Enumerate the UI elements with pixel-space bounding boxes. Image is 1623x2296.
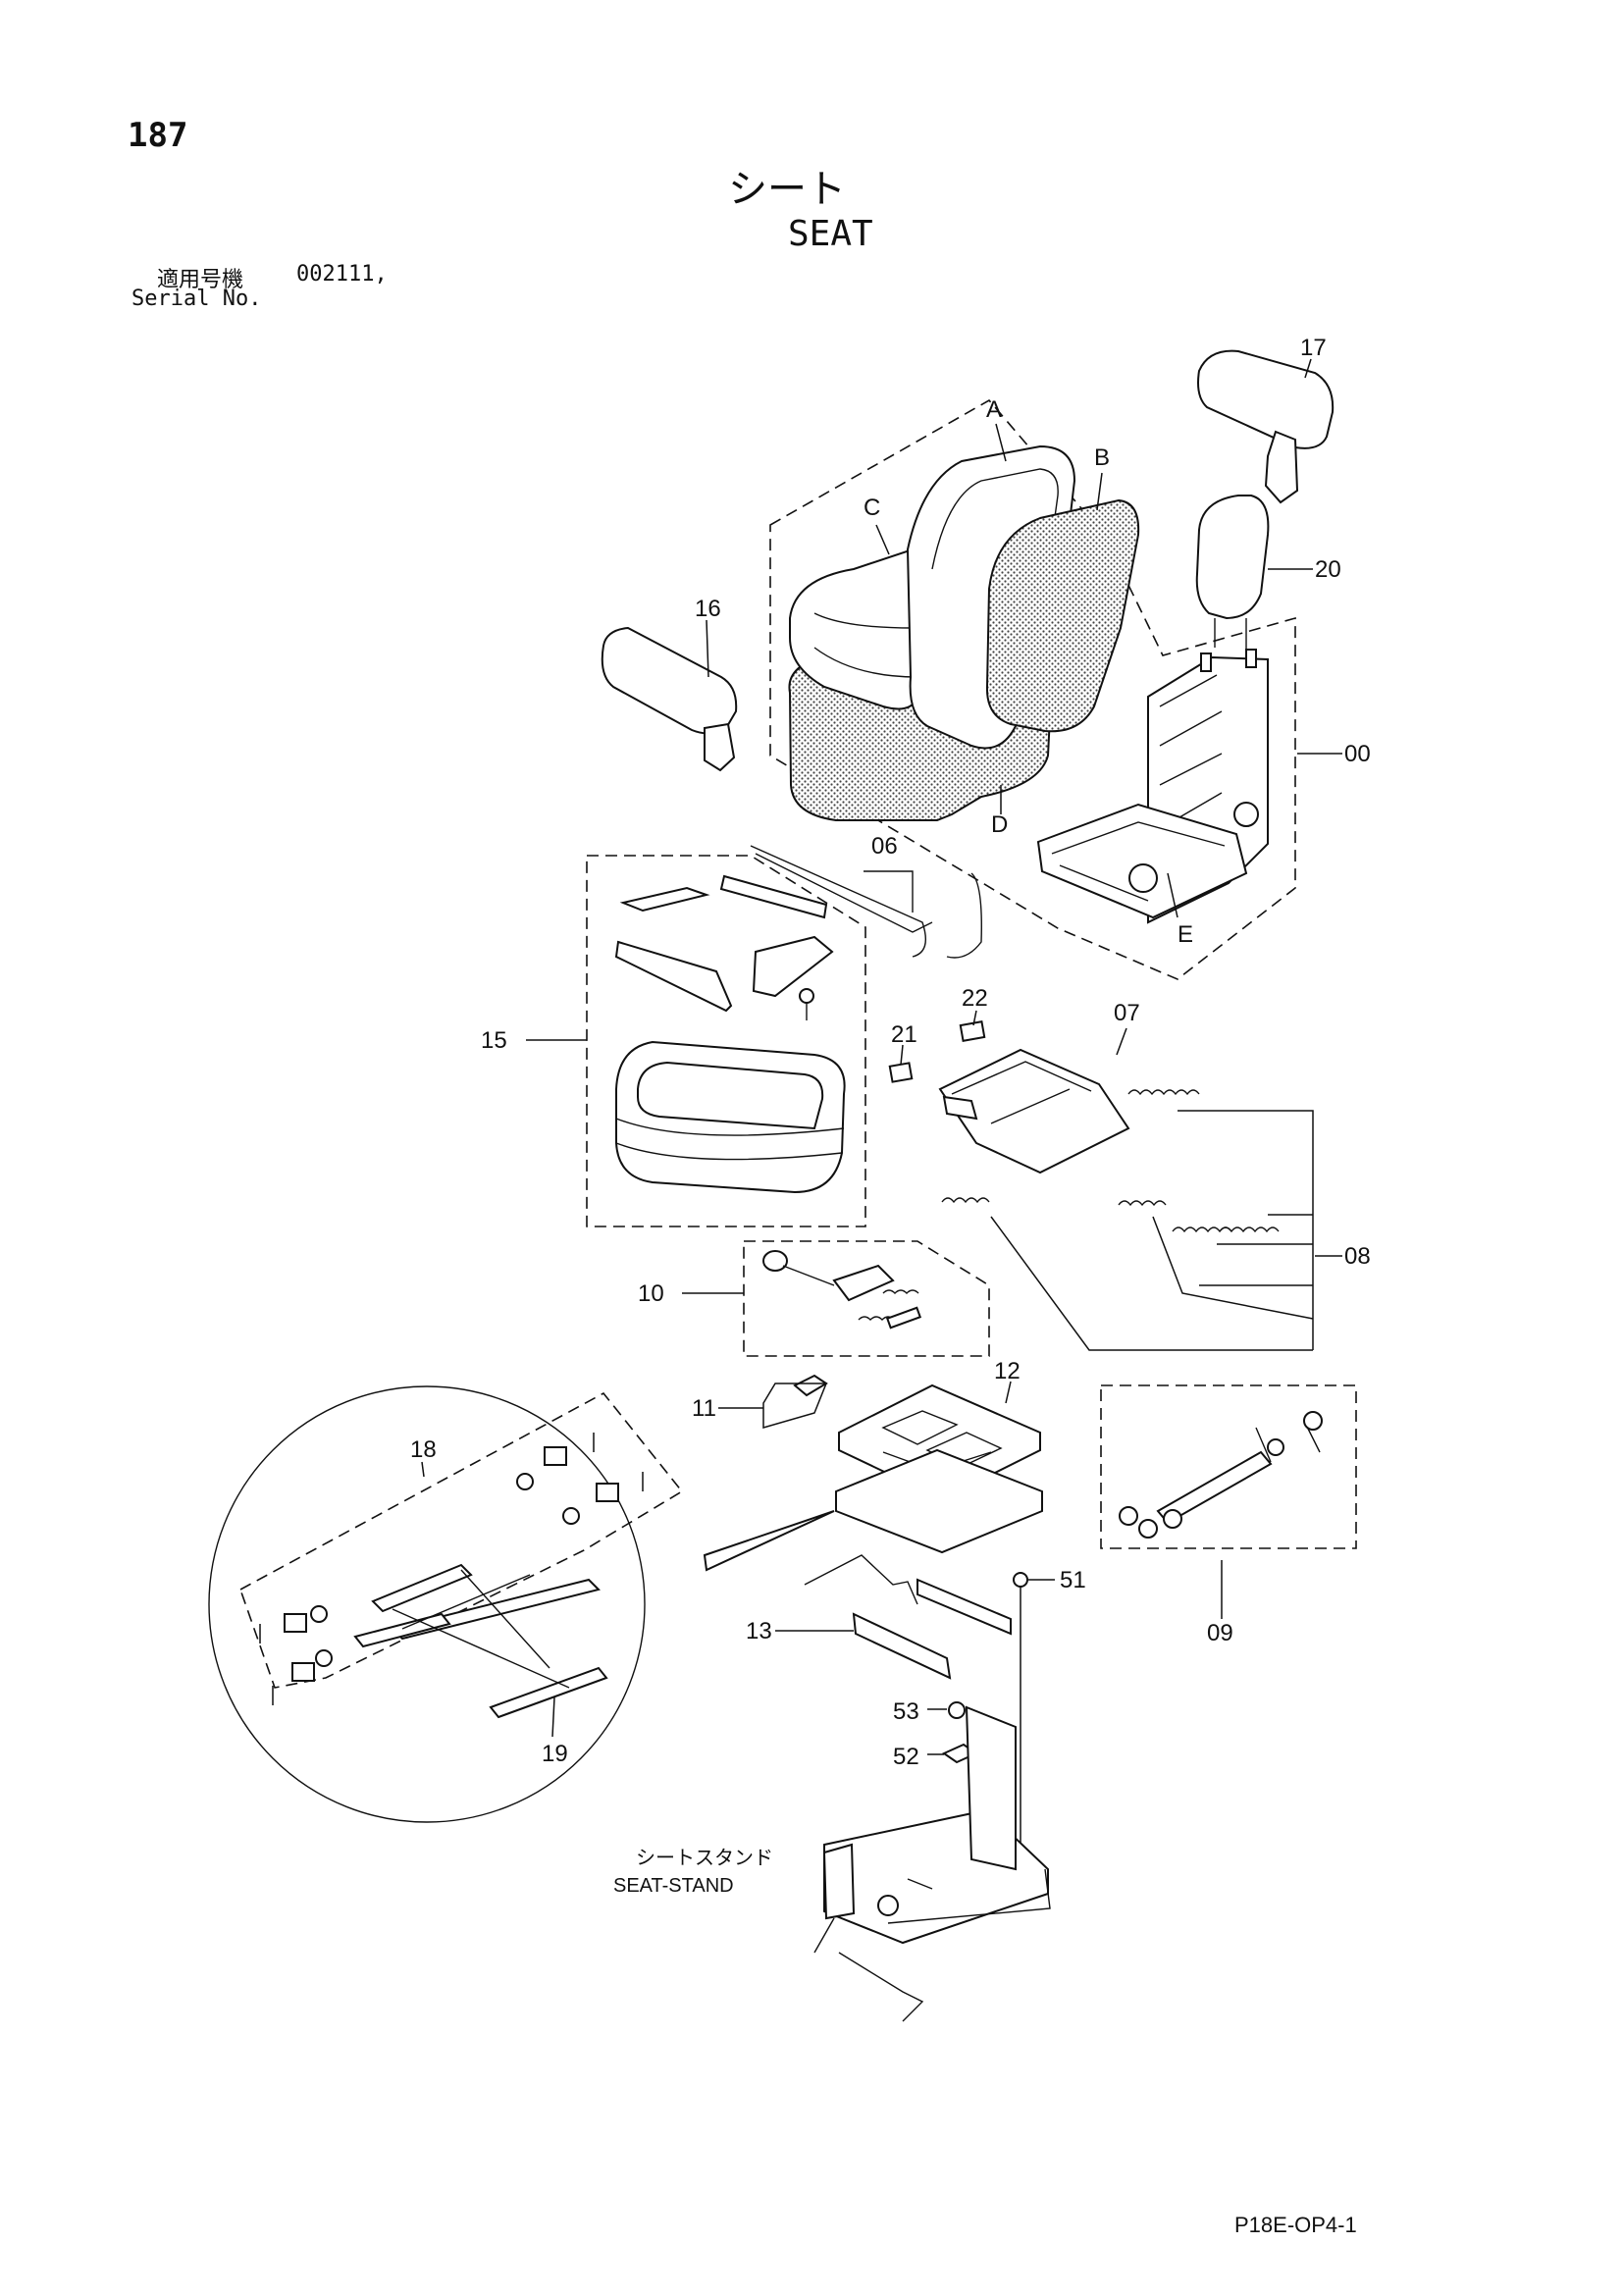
seat-stand-frame [813,1705,1051,2022]
cushion-block-22 [959,1020,986,1042]
detail-magnifier [208,1385,646,1823]
damper-09 [1119,1411,1323,1539]
callout-12: 12 [994,1358,1021,1384]
callout-18: 18 [410,1436,437,1463]
suspension-bellows [615,1040,846,1194]
springs-08 [941,1089,1280,1233]
cushion-block-21 [888,1062,914,1083]
callout-06: 06 [871,833,898,860]
scissor-frame-19 [353,1563,608,1719]
callout-a: A [986,396,1002,423]
callout-09: 09 [1207,1620,1233,1646]
seat-slide-rails [614,853,933,1020]
headrest-20 [1195,495,1270,620]
bracket-11 [793,1374,828,1397]
callout-c: C [864,495,880,521]
bolt-53 [948,1701,966,1719]
callout-15: 15 [481,1027,507,1054]
callout-19: 19 [542,1741,568,1767]
suspension-unit-12 [835,1383,1043,1554]
rail-group-15-outline [586,855,866,1227]
callout-07: 07 [1114,1000,1140,1026]
callout-21: 21 [891,1021,917,1048]
page-number: 187 [128,116,188,155]
page-title-jp: シート [728,167,846,212]
suspension-bracket-07 [938,1048,1130,1174]
callout-13: 13 [746,1618,772,1644]
callout-16: 16 [695,596,721,622]
armrest-17 [1197,349,1335,449]
seat-stand-label-jp: シートスタンド [636,1847,773,1869]
lever-cable-06 [750,845,926,958]
callout-52: 52 [893,1744,919,1770]
bolt-51 [1013,1572,1028,1864]
seat-stand-label-en: SEAT-STAND [613,1875,734,1897]
group-09-outline [1100,1384,1357,1549]
callout-b: B [1094,444,1110,471]
callout-53: 53 [893,1698,919,1725]
seat-frame [1036,649,1269,924]
armrest-16 [601,626,738,735]
callout-e: E [1178,921,1193,948]
callout-10: 10 [638,1280,664,1307]
callout-d: D [991,811,1008,838]
adjuster-knob-10 [762,1250,922,1330]
callout-51: 51 [1060,1567,1086,1593]
callout-22: 22 [962,985,988,1012]
group-18-outline [239,1391,684,1689]
callout-11: 11 [692,1395,716,1422]
serial-value: 002111, [296,262,388,287]
serial-label-en: Serial No. [131,287,262,311]
callout-17: 17 [1300,335,1327,361]
lever-rod-13 [804,1554,1012,1680]
callout-08: 08 [1344,1243,1371,1270]
bushing-blocks-18 [259,1433,644,1705]
callout-20: 20 [1315,556,1341,583]
serial-label-jp: 適用号機 [157,268,244,292]
document-code: P18E-OP4-1 [1234,2213,1357,2237]
callout-00: 00 [1344,741,1371,767]
page-title-en: SEAT [788,214,873,254]
back-cover-b [985,498,1140,733]
